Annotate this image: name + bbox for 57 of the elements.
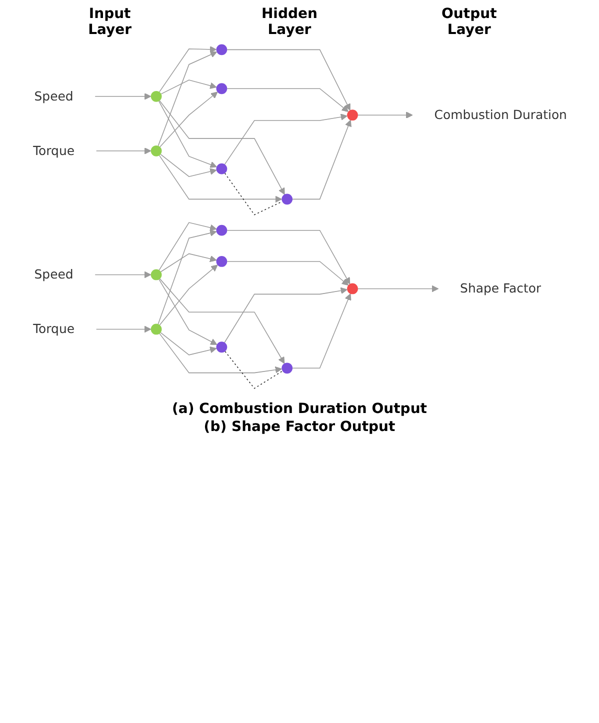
arrow: [158, 100, 216, 168]
arrow: [95, 326, 151, 333]
node-text: Speed: [34, 266, 73, 282]
arrow: [94, 92, 151, 100]
connector: [224, 172, 282, 216]
node-circle: [216, 256, 227, 267]
node-text: Speed: [34, 88, 73, 104]
arrow: [95, 147, 151, 154]
arrow: [158, 155, 282, 203]
arrow: [158, 264, 218, 326]
arrow: [158, 279, 217, 345]
arrow: [94, 271, 151, 278]
arrow: [224, 287, 347, 343]
node-text: Torque: [32, 143, 74, 158]
node-circle: [216, 44, 227, 56]
column-heading: Output Layer: [440, 6, 498, 38]
node-circle: [216, 224, 227, 236]
node-text: Torque: [32, 321, 74, 336]
arrow: [158, 222, 216, 270]
arrow: [292, 293, 351, 369]
arrow: [224, 114, 347, 165]
node-circle: [150, 324, 162, 335]
node-circle: [216, 342, 227, 353]
node-circle: [281, 362, 292, 374]
node-text: Shape Factor: [460, 280, 541, 296]
node-circle: [281, 194, 292, 205]
arrow: [357, 285, 438, 292]
arrow: [159, 92, 218, 148]
node-circle: [216, 83, 227, 94]
arrow: [357, 112, 412, 119]
arrow: [157, 230, 216, 324]
node-circle: [150, 269, 162, 280]
node-circle: [346, 283, 358, 294]
arrow: [158, 333, 282, 374]
arrow: [160, 154, 216, 178]
arrow: [226, 49, 350, 111]
arrow: [157, 51, 217, 146]
arrow: [226, 230, 350, 284]
arrow: [158, 100, 284, 195]
arrow: [158, 46, 216, 92]
connector: [224, 351, 282, 389]
panel-caption: (a) Combustion Duration Output: [170, 400, 428, 417]
column-heading: Hidden Layer: [260, 6, 318, 38]
node-circle: [346, 110, 358, 121]
node-circle: [150, 145, 162, 156]
node-circle: [216, 163, 227, 174]
arrow: [226, 88, 348, 112]
panel-caption: (b) Shape Factor Output: [202, 418, 396, 435]
arrow: [160, 253, 216, 272]
column-heading: Input Layer: [87, 6, 133, 38]
arrow: [226, 261, 348, 286]
arrow: [160, 332, 216, 356]
arrow: [159, 278, 284, 364]
node-text: Combustion Duration: [434, 107, 566, 122]
arrow: [160, 80, 216, 94]
arrow: [292, 120, 351, 200]
node-circle: [150, 90, 162, 102]
